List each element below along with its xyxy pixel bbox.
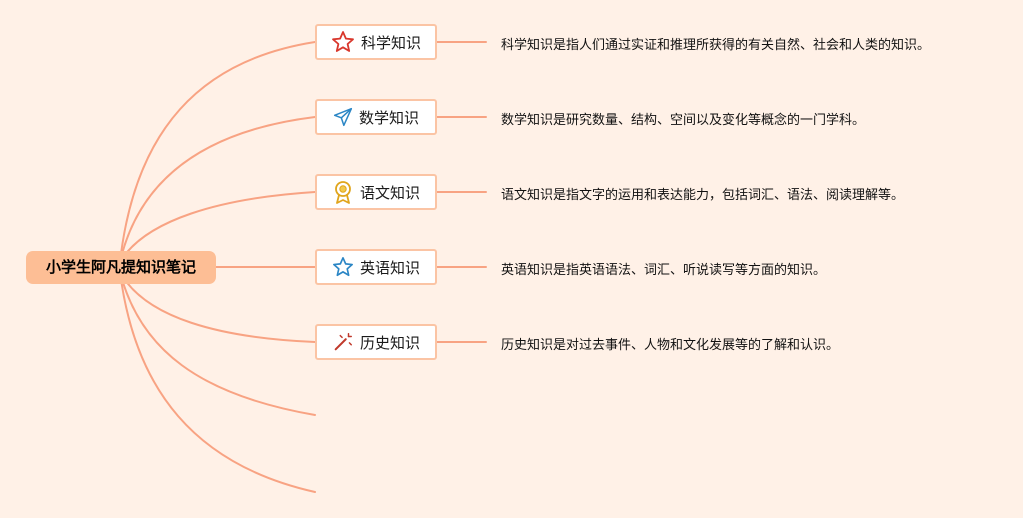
branch-line-3 bbox=[119, 191, 316, 263]
star-outline-icon bbox=[332, 31, 354, 52]
topic-description: 科学知识是指人们通过实证和推理所获得的有关自然、社会和人类的知识。 bbox=[501, 38, 931, 53]
topic-description: 英语知识是指英语语法、词汇、听说读写等方面的知识。 bbox=[501, 263, 827, 278]
topic-description: 数学知识是研究数量、结构、空间以及变化等概念的一门学科。 bbox=[501, 113, 866, 128]
medal-icon bbox=[335, 181, 351, 204]
topic-label: 英语知识 bbox=[359, 258, 420, 277]
topic-description: 语文知识是指文字的运用和表达能力，包括词汇、语法、阅读理解等。 bbox=[501, 188, 905, 203]
branch-line-2 bbox=[119, 116, 316, 263]
topic-label: 数学知识 bbox=[358, 108, 419, 127]
root-label: 小学生阿凡提知识笔记 bbox=[45, 258, 196, 276]
root-node[interactable]: 小学生阿凡提知识笔记 bbox=[26, 251, 216, 284]
branch-line-6 bbox=[119, 271, 316, 416]
topic-description: 历史知识是对过去事件、人物和文化发展等的了解和认识。 bbox=[501, 338, 840, 353]
topic-label: 语文知识 bbox=[359, 183, 420, 202]
magic-wand-icon bbox=[334, 333, 352, 351]
topic-node-english[interactable]: 英语知识 bbox=[315, 249, 437, 285]
topic-node-math[interactable]: 数学知识 bbox=[315, 99, 437, 135]
branch-line-1 bbox=[119, 41, 316, 263]
topic-node-chinese[interactable]: 语文知识 bbox=[315, 174, 437, 210]
topic-node-science[interactable]: 科学知识 bbox=[315, 24, 437, 60]
topic-node-history[interactable]: 历史知识 bbox=[315, 324, 437, 360]
branch-line-7 bbox=[119, 271, 316, 493]
topic-label: 科学知识 bbox=[360, 33, 421, 52]
topic-label: 历史知识 bbox=[359, 333, 420, 352]
paper-plane-icon bbox=[333, 107, 353, 127]
branch-line-5 bbox=[119, 271, 316, 343]
star-blue-icon bbox=[332, 257, 353, 277]
